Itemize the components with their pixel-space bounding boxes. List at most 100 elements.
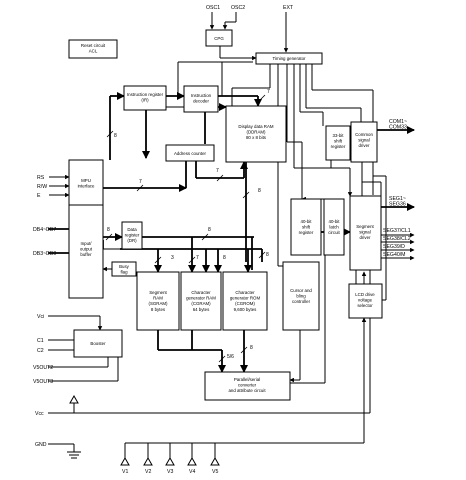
v1-terminal-icon: [120, 456, 130, 466]
label-line: SEG1~: [389, 196, 406, 202]
label-line: LCD drive: [355, 292, 375, 297]
address-counter-block: Address counter: [165, 144, 215, 162]
ground-icon: [67, 451, 81, 459]
symbols: [67, 394, 220, 466]
label-line: 64 bytes: [193, 307, 210, 312]
label-line: signal: [359, 230, 370, 235]
label-line: 40-bit: [301, 219, 313, 224]
label-line: ACL: [89, 49, 98, 54]
pin-seg37: SEG37/CL1: [383, 228, 411, 234]
label-line: 9,600 bytes: [234, 307, 258, 312]
width-cursor: 8: [266, 252, 269, 258]
label-line: voltage: [358, 298, 373, 303]
pin-v3: V3: [167, 469, 173, 475]
label-line: (IR): [141, 98, 149, 103]
timing-generator-block: Timing generator: [255, 52, 323, 65]
pin-e: E: [37, 193, 41, 199]
pin-seg: SEG1~SEG36: [389, 196, 406, 208]
cpg-label: CPG: [214, 36, 224, 41]
pin-vcc: Vcc: [35, 411, 44, 417]
vcc-supply-icon: [69, 394, 79, 404]
label-line: shift: [334, 139, 343, 144]
label-line: register: [299, 230, 314, 235]
label-line: generator RAM: [186, 296, 216, 301]
wires: [48, 12, 416, 458]
booster-block: Booster: [73, 329, 123, 358]
width-dr-bus: 8: [208, 227, 211, 233]
label-line: register: [331, 144, 346, 149]
instruction-register-label: Instruction register(IR): [127, 92, 164, 103]
label-line: signal: [358, 138, 369, 143]
pin-db4-db7: DB4~DB7: [33, 227, 56, 233]
label-line: converter: [238, 383, 257, 388]
label-line: Display data RAM: [238, 124, 273, 129]
width-ddram-addr: 7: [216, 168, 219, 174]
label-line: Character: [191, 290, 211, 295]
bus-width-labels: 8 7 7 7 8 8 3 7 8 8 8 5/6 8: [107, 89, 270, 360]
label-line: decoder: [193, 99, 209, 104]
width-ddram-bus: 8: [258, 188, 261, 194]
label-line: RAM: [153, 296, 163, 301]
pin-labels: OSC1 OSC2 EXT RS R/W E DB4~DB7 DB3~DB0 V…: [33, 5, 411, 475]
label-line: Parallel/serial: [234, 377, 260, 382]
pin-rs: RS: [37, 175, 45, 181]
label-line: driver: [359, 143, 371, 148]
label-line: (CGRAM): [191, 301, 211, 306]
width-ps-in2: 8: [250, 345, 253, 351]
label-line: Instruction: [191, 93, 212, 98]
label-line: (DR): [127, 238, 137, 243]
pin-osc2: OSC2: [231, 5, 245, 11]
pin-seg40: SEG40/M: [383, 252, 406, 258]
width-ram-8: 8: [223, 255, 226, 261]
label-line: Cursor and: [290, 288, 312, 293]
instruction-register-block: Instruction register(IR): [123, 85, 167, 111]
label-line: and attribute circuit: [228, 388, 266, 393]
label-line: Common: [355, 132, 373, 137]
pin-seg38: SEG38/CL2: [383, 236, 411, 242]
pin-gnd: GND: [35, 442, 47, 448]
pin-v1: V1: [122, 469, 128, 475]
cpg-block: CPG: [205, 29, 233, 47]
label-line: interface: [78, 184, 95, 189]
label-line: shift: [302, 225, 311, 230]
label-line: driver: [360, 235, 372, 240]
label-line: Reset circuit: [81, 43, 106, 48]
label-line: (CGROM): [235, 301, 255, 306]
label-line: SEG36: [389, 202, 406, 208]
ddram-block: Display data RAM(DDRAM)80 x 8 bits: [225, 105, 287, 163]
pin-v5out2: V5OUT2: [33, 365, 53, 371]
label-line: flag: [120, 270, 128, 275]
width-iob-dr: 8: [107, 227, 110, 233]
pin-rw: R/W: [37, 184, 47, 190]
pin-v5: V5: [212, 469, 218, 475]
pin-osc1: OSC1: [206, 5, 220, 11]
label-line: Character: [235, 290, 255, 295]
width-ir-mpu: 8: [114, 133, 117, 139]
label-line: buffer: [80, 252, 92, 257]
v5-terminal-icon: [210, 456, 220, 466]
label-line: 40-bit: [329, 219, 341, 224]
